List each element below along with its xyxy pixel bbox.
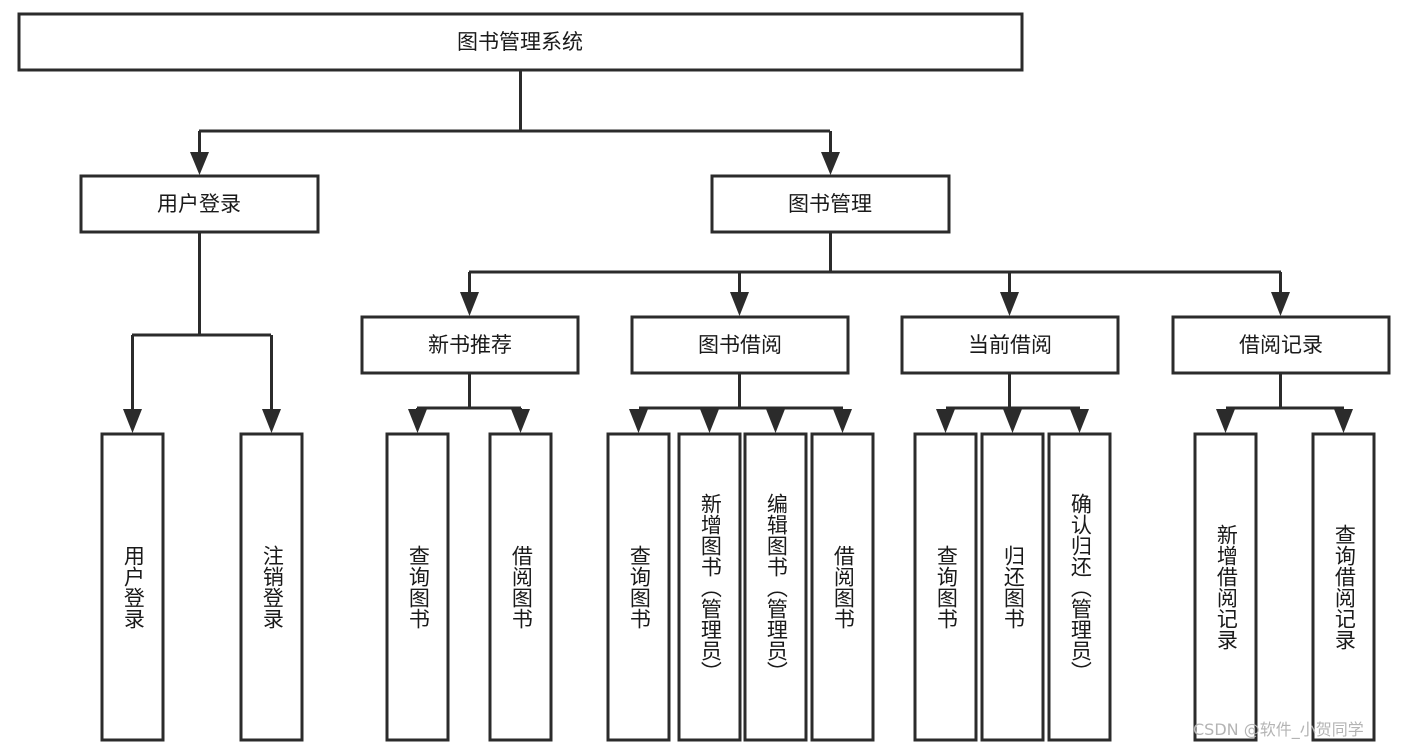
node-book-management-label: 图书管理 [788,192,872,216]
arrow-head-icon [262,409,281,433]
node-book-borrow[interactable]: 图书借阅 [630,315,850,375]
node-current-borrow-box[interactable] [900,315,1120,375]
arrow-head-icon [1216,409,1235,433]
connector-group-new-book [408,373,530,433]
leaf-box-borrow-book-a[interactable] [488,432,553,742]
node-root[interactable]: 图书管理系统 [17,12,1024,72]
leaf-box-query-book-b[interactable] [606,432,671,742]
arrow-head-icon [1334,409,1353,433]
leaf-box-query-borrow-record[interactable] [1311,432,1376,742]
leaf-box-add-book[interactable] [677,432,742,742]
leaf-box-add-borrow-record[interactable] [1193,432,1258,742]
connector-group-book-borrow [629,373,852,433]
node-book-borrow-box[interactable] [630,315,850,375]
arrow-head-icon [408,409,427,433]
node-borrow-record-box[interactable] [1171,315,1391,375]
node-root-label: 图书管理系统 [457,30,583,54]
arrow-head-icon [190,152,209,175]
arrow-head-icon [1070,409,1089,433]
node-book-management-box[interactable] [710,174,951,234]
arrow-head-icon [1000,292,1019,316]
node-borrow-record-label: 借阅记录 [1239,333,1323,357]
node-user-login[interactable]: 用户登录 [79,174,320,234]
arrow-head-icon [730,292,749,316]
node-new-book-recommend-label: 新书推荐 [428,333,512,357]
leaf-box-user-login[interactable] [100,432,165,742]
arrow-head-icon [1003,409,1022,433]
leaf-box-query-book-c[interactable] [913,432,978,742]
arrow-head-icon [766,409,785,433]
leaf-box-return-book[interactable] [980,432,1045,742]
node-new-book-recommend-box[interactable] [360,315,580,375]
leaf-box-logout[interactable] [239,432,304,742]
leaf-box-edit-book[interactable] [743,432,808,742]
connector-group-root [190,70,840,175]
arrow-head-icon [460,292,479,316]
arrow-head-icon [936,409,955,433]
arrow-head-icon [833,409,852,433]
connector-group-borrow-record [1216,373,1353,433]
leaf-box-query-book-a[interactable] [385,432,450,742]
connector-group-user-login [123,232,281,433]
node-current-borrow-label: 当前借阅 [968,333,1052,357]
node-user-login-box[interactable] [79,174,320,234]
node-book-borrow-label: 图书借阅 [698,333,782,357]
arrow-head-icon [123,409,142,433]
arrow-head-icon [629,409,648,433]
arrow-head-icon [700,409,719,433]
leaf-box-confirm-return[interactable] [1047,432,1112,742]
arrow-head-icon [821,152,840,175]
arrow-head-icon [511,409,530,433]
connector-group-book-mgmt [460,232,1290,316]
arrow-head-icon [1271,292,1290,316]
node-new-book-recommend[interactable]: 新书推荐 [360,315,580,375]
node-user-login-label: 用户登录 [157,192,241,216]
node-borrow-record[interactable]: 借阅记录 [1171,315,1391,375]
connector-group-current-borrow [936,373,1089,433]
leaf-box-borrow-book-b[interactable] [810,432,875,742]
node-current-borrow[interactable]: 当前借阅 [900,315,1120,375]
node-root-box[interactable] [17,12,1024,72]
node-book-management[interactable]: 图书管理 [710,174,951,234]
watermark-text: CSDN @软件_小贺同学 [1193,720,1364,739]
